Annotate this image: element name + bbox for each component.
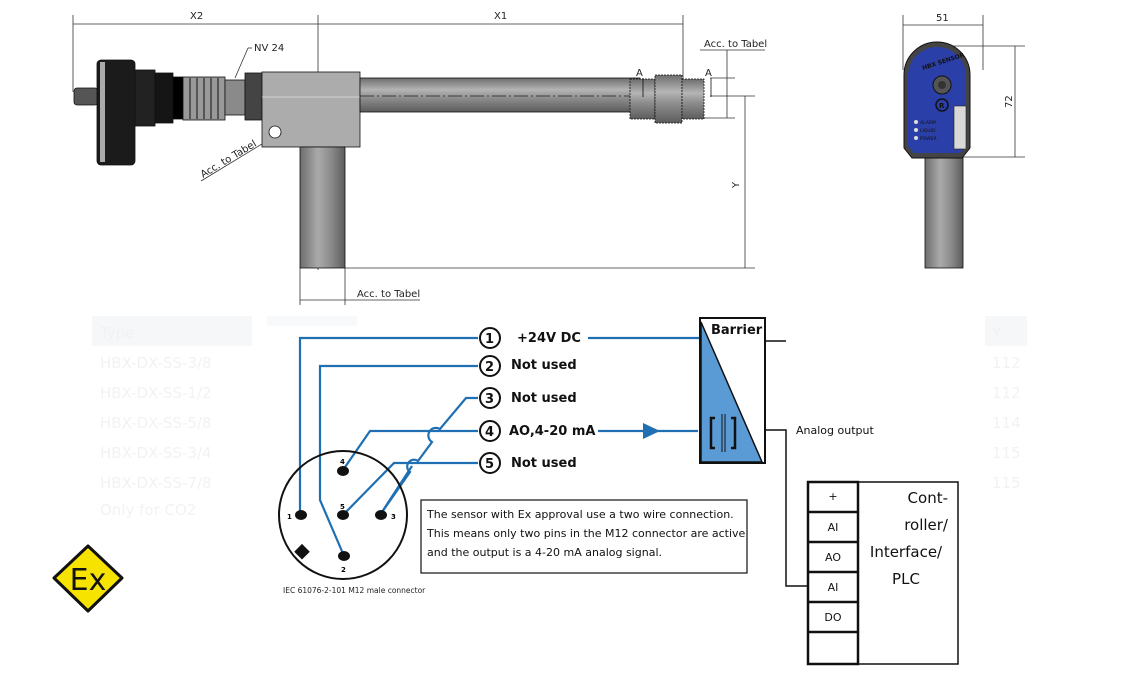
signal-arrow-icon [643,423,660,439]
dim-x2: X2 [190,11,203,22]
ghost-table: Type HBX-DX-SS-3/8 HBX-DX-SS-1/2 HBX-DX-… [92,316,1027,519]
plc-title-line: Cont- [908,489,948,507]
acc-label-diag: Acc. to Tabel [199,139,259,181]
plc-title-line: Interface/ [870,543,943,561]
sensor-logo: R [939,102,945,110]
pin-label: Not used [511,456,577,471]
barrier-label: Barrier [711,323,763,338]
section-a-right: A [705,68,712,79]
pin-number: 4 [485,425,494,440]
pin-2: 2 Not used [479,355,577,377]
ghost-row: HBX-DX-SS-5/8 [100,414,212,432]
ghost-y-value: 115 [992,444,1021,462]
plc-terminal: DO [824,611,841,624]
note-box: The sensor with Ex approval use a two wi… [420,499,748,574]
acc-label-top: Acc. to Tabel [704,39,767,50]
connector-pin-label: 5 [340,503,345,511]
plc-block: + AI AO AI DO Cont- roller/ Interface/ P… [806,480,959,666]
plc-terminal: AI [828,521,839,534]
plc-terminal: AO [825,551,841,564]
led-alarm-icon [914,120,918,124]
plc-title-line: roller/ [904,516,949,534]
plc-terminal: AI [828,581,839,594]
pin-label: Not used [511,391,577,406]
ghost-row: HBX-DX-SS-7/8 [100,474,212,492]
pin-label: +24V DC [517,331,581,346]
pin-label: Not used [511,358,577,373]
plc-terminal: + [828,490,837,503]
pin-number: 3 [485,392,494,407]
nv-label: NV 24 [254,43,284,54]
note-line: The sensor with Ex approval use a two wi… [426,508,734,521]
wires [298,336,700,557]
led-power-icon [914,136,918,140]
ghost-y-value: 115 [992,474,1021,492]
pin-4: 4 AO,4-20 mA [479,420,595,442]
isolation-icon [709,414,737,452]
pin-5: 5 Not used [479,452,577,474]
led-label: POWER [920,136,937,142]
ghost-y-value: 112 [992,354,1021,372]
pin-number: 2 [485,360,494,375]
dim-height: 72 [1004,95,1015,108]
barrier: Barrier [699,317,808,587]
sensor-head: HBX SENSOR R ALARM LIQUID POWER [903,41,971,269]
pin-label: AO,4-20 mA [509,424,595,439]
section-a-left: A [636,68,643,79]
connector-pin-label: 2 [341,566,346,574]
dim-x1: X1 [494,11,507,22]
ghost-header: Type [99,324,134,342]
connector-pin-label: 3 [391,513,396,521]
led-label: LIQUID [920,128,936,134]
note-line: This means only two pins in the M12 conn… [426,527,746,540]
ex-mark-icon: Ex [52,544,124,613]
led-label: ALARM [920,120,936,126]
connector-pin-label: 1 [287,513,292,521]
plc-title-line: PLC [892,570,920,588]
ghost-row: HBX-DX-SS-3/4 [100,444,212,462]
dim-width: 51 [936,13,949,24]
ghost-y-header: Y [991,324,1002,342]
pin-1: 1 +24V DC [479,327,581,349]
acc-label-bottom: Acc. to Tabel [357,289,420,300]
m12-connector: 1 2 3 4 5 IEC 61076-2-101 M12 male conne… [278,450,426,595]
ex-mark-text: Ex [70,563,107,598]
dimensions [72,15,1025,305]
led-liquid-icon [914,128,918,132]
pin-number: 1 [485,332,494,347]
note-line: and the output is a 4-20 mA analog signa… [427,546,662,559]
ghost-row: HBX-DX-SS-1/2 [100,384,212,402]
pin-3: 3 Not used [479,387,577,409]
ghost-row: HBX-DX-SS-3/8 [100,354,212,372]
ghost-y-value: 112 [992,384,1021,402]
probe-drawing [73,59,712,269]
dim-y: Y [731,181,742,189]
connector-pin-label: 4 [340,458,345,466]
ghost-y-value: 114 [992,414,1021,432]
pin-number: 5 [485,457,494,472]
analog-output-label: Analog output [796,424,874,437]
ghost-footnote: Only for CO2 [100,501,196,519]
key-icon [294,543,310,560]
connector-caption: IEC 61076-2-101 M12 male connector [283,586,426,595]
